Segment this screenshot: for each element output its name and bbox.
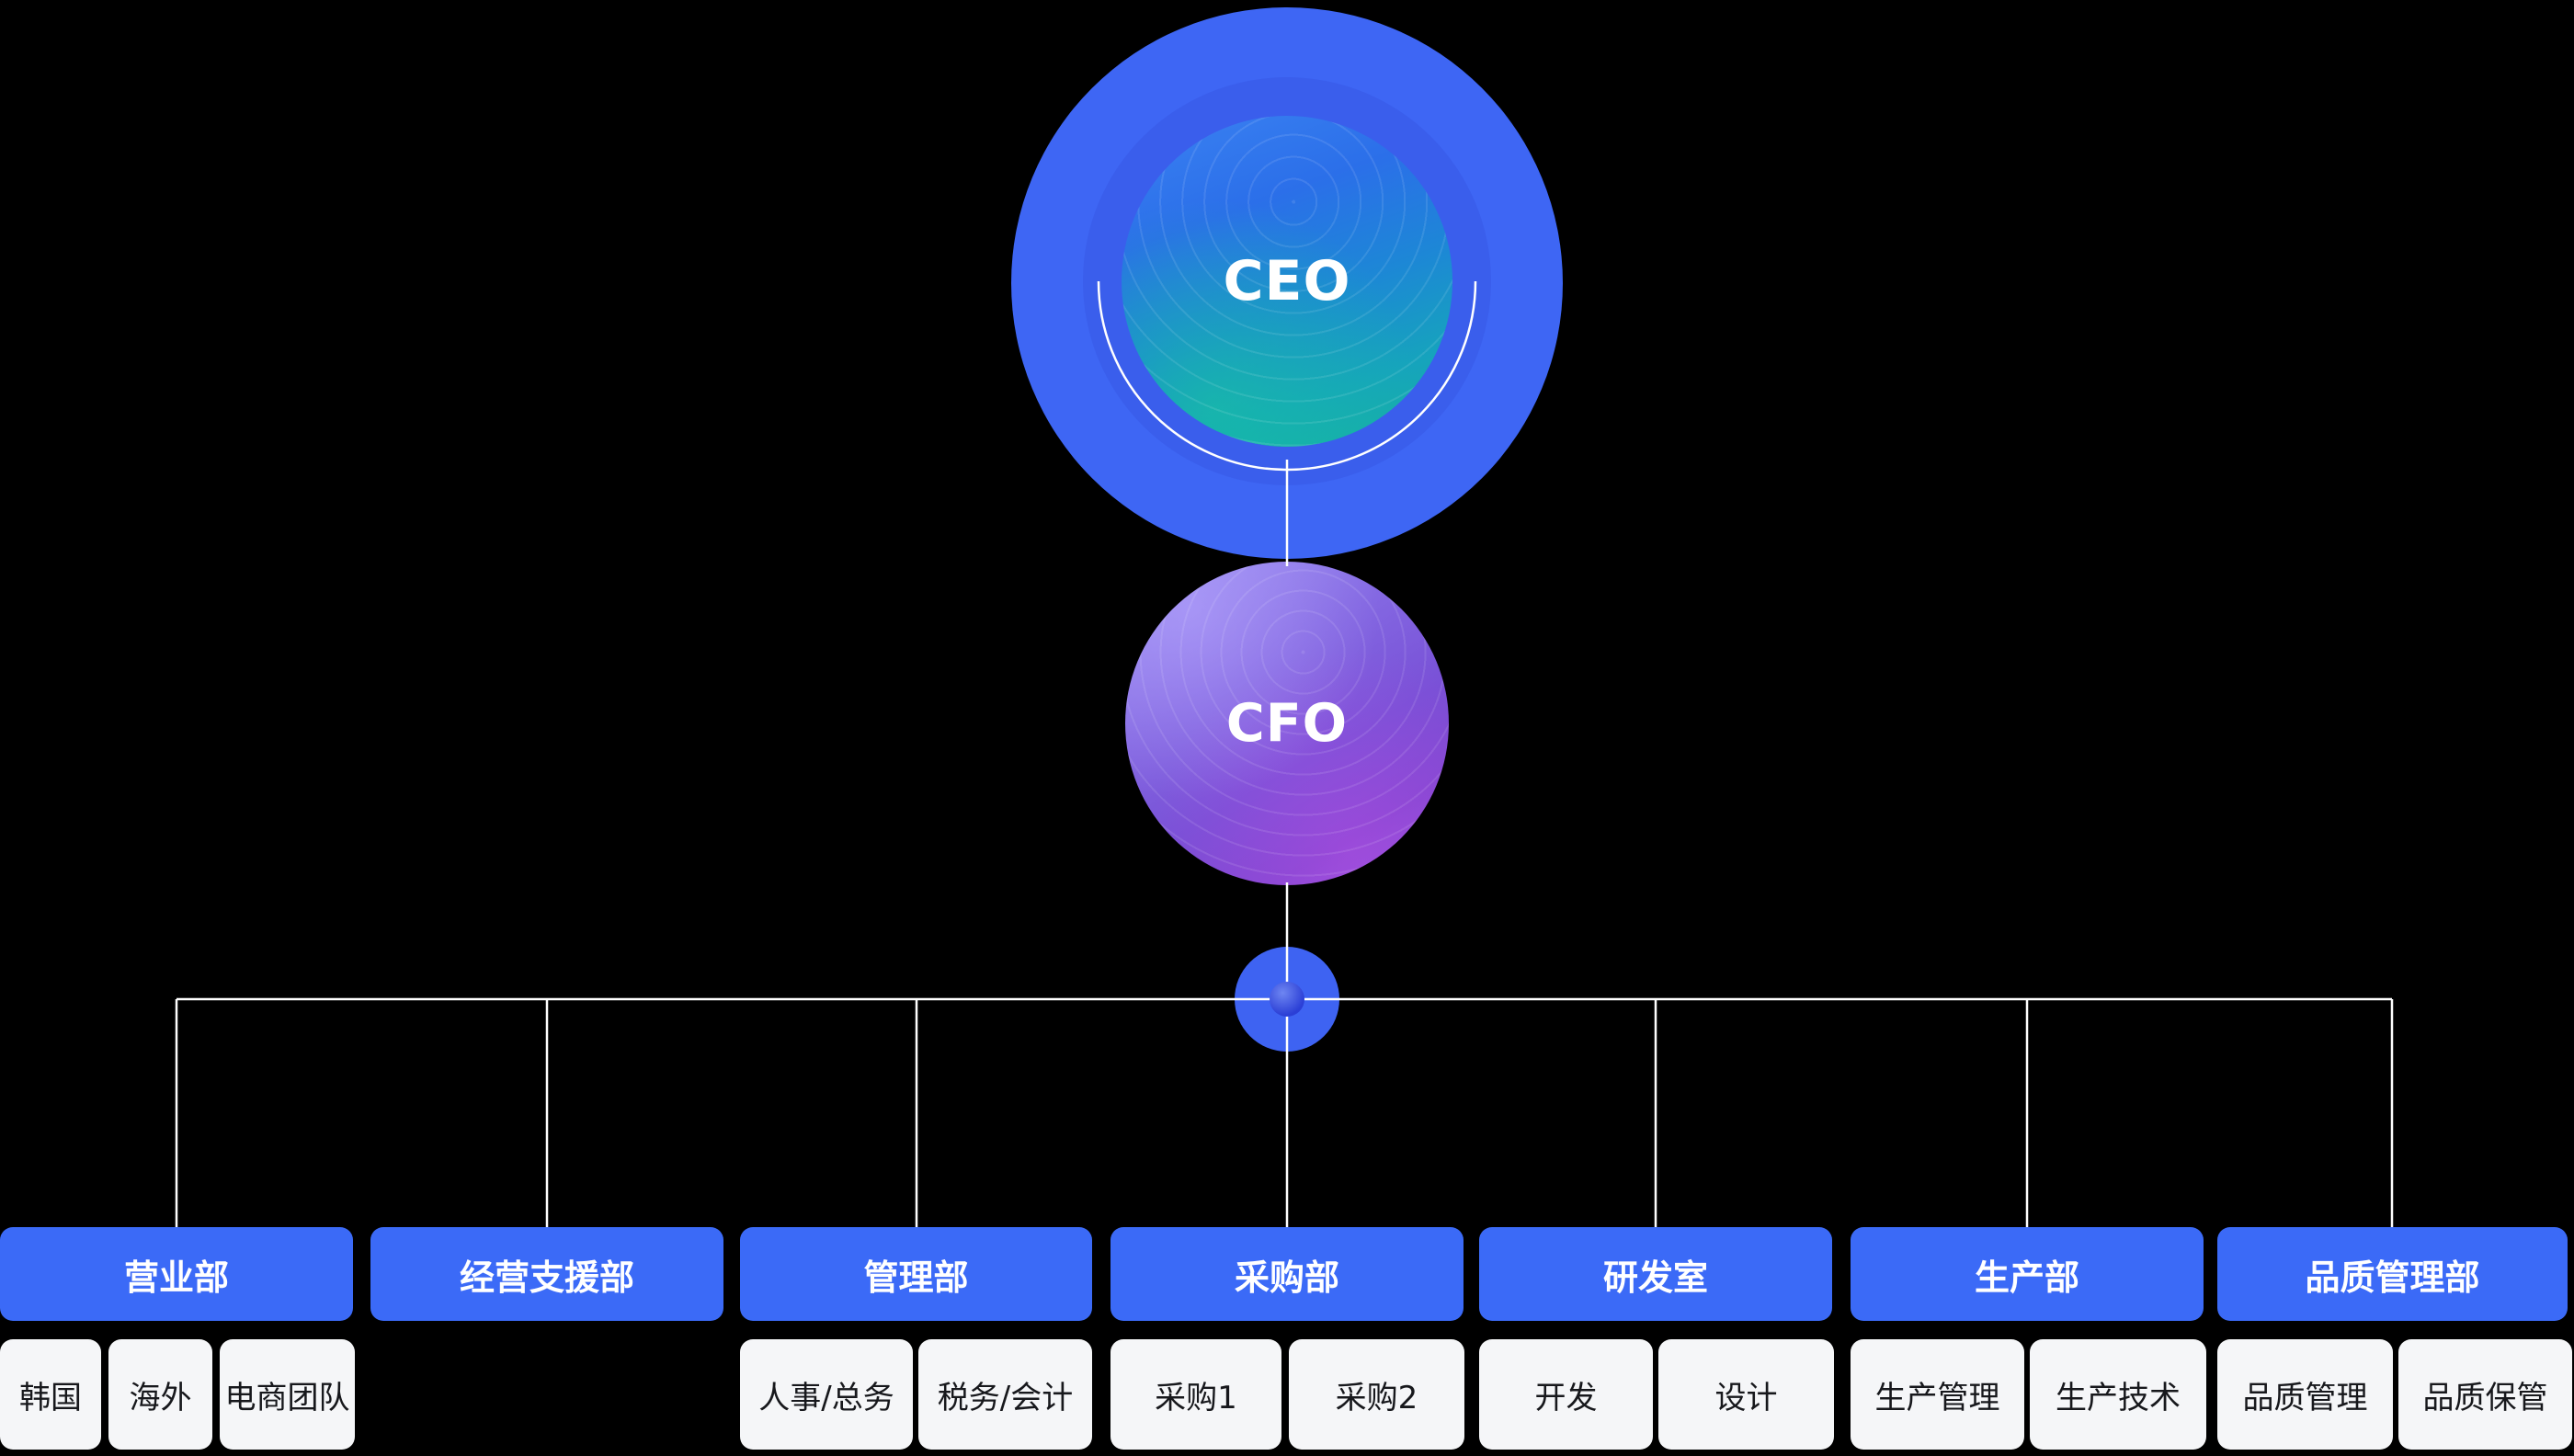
team-box-development: 开发 (1479, 1339, 1653, 1450)
ceo-label: CEO (1223, 249, 1351, 313)
team-box-quality-mgmt: 品质管理 (2217, 1339, 2393, 1450)
hub-connector-core (1270, 982, 1304, 1017)
team-box-quality-storage: 品质保管 (2398, 1339, 2572, 1450)
dept-box-sales: 营业部 (0, 1227, 353, 1321)
team-box-korea: 韩国 (0, 1339, 101, 1450)
team-box-design: 设计 (1658, 1339, 1834, 1450)
team-box-prod-technology: 生产技术 (2030, 1339, 2206, 1450)
team-box-ecommerce: 电商团队 (220, 1339, 355, 1450)
team-box-prod-management: 生产管理 (1851, 1339, 2024, 1450)
dept-box-purchasing: 采购部 (1110, 1227, 1464, 1321)
dept-box-mgmt-support: 经营支援部 (370, 1227, 723, 1321)
dept-box-administration: 管理部 (740, 1227, 1092, 1321)
dept-box-rnd: 研发室 (1479, 1227, 1832, 1321)
cfo-label: CFO (1225, 693, 1349, 754)
team-box-hr-general: 人事/总务 (740, 1339, 913, 1450)
dept-box-quality-mgmt: 品质管理部 (2217, 1227, 2568, 1321)
cfo-node: CFO (1125, 562, 1449, 885)
team-box-purchasing-2: 采购2 (1289, 1339, 1464, 1450)
dept-box-production: 生产部 (1851, 1227, 2204, 1321)
team-box-purchasing-1: 采购1 (1110, 1339, 1281, 1450)
team-box-overseas: 海外 (108, 1339, 212, 1450)
team-box-tax-accounting: 税务/会计 (918, 1339, 1092, 1450)
ceo-node: CEO (1122, 116, 1452, 447)
